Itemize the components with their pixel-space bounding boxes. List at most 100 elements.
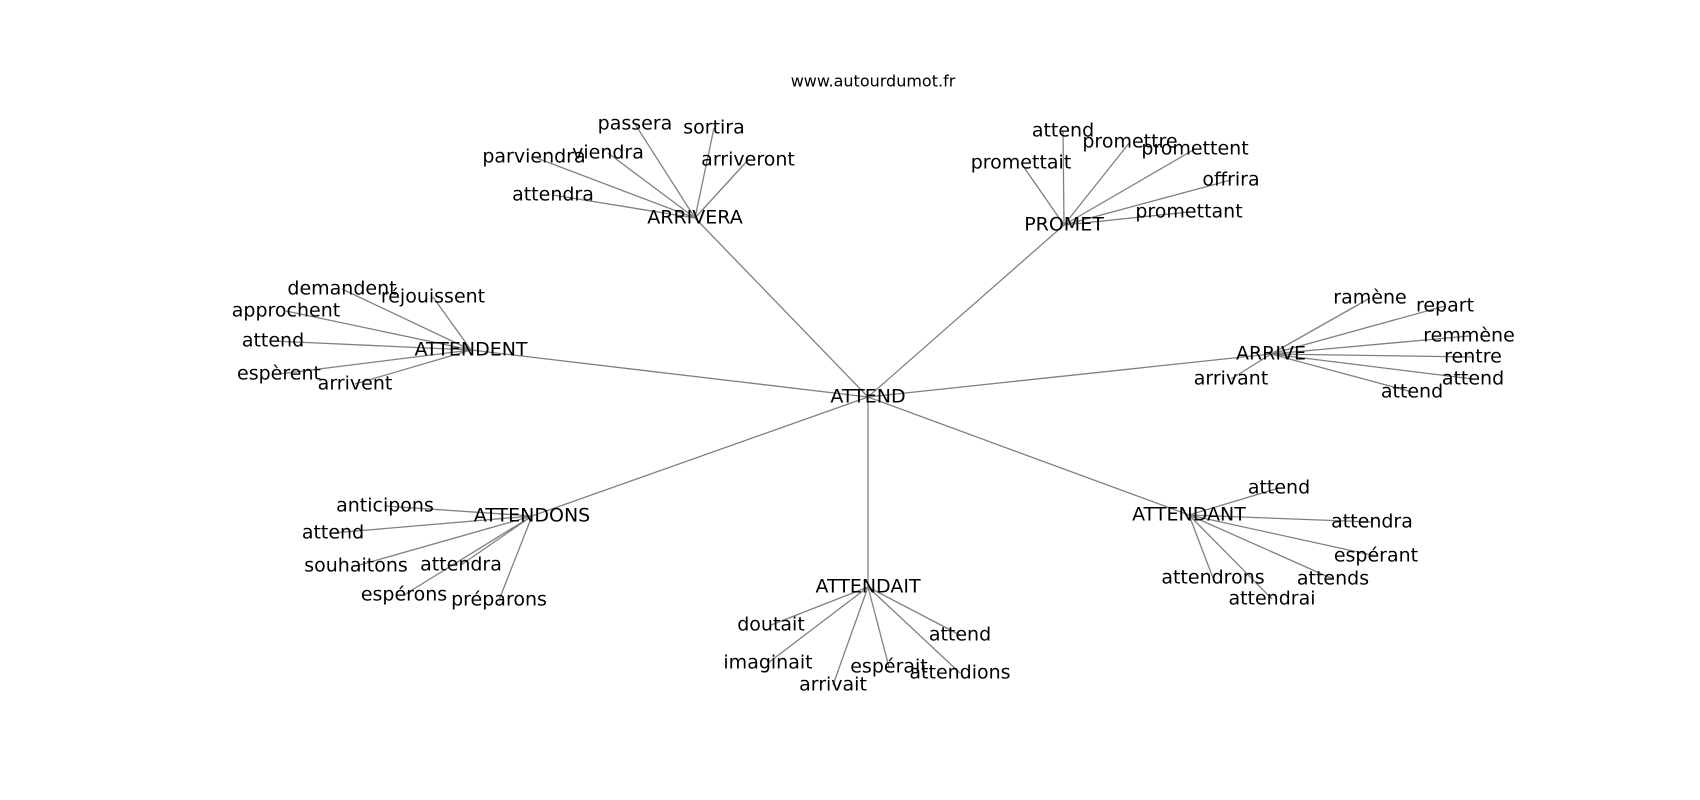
leaf-word-label: arrivait [799, 674, 867, 696]
leaf-word-label: arriveront [701, 149, 795, 171]
edge-hub-to-word [1062, 130, 1065, 226]
edge-hub-to-word [341, 288, 472, 351]
edge-hub-to-word [867, 586, 961, 674]
edge-hub-to-word [354, 349, 472, 385]
leaf-word-label: attendra [512, 184, 594, 206]
leaf-word-label: imaginait [723, 652, 812, 674]
edge-hub-to-word [867, 586, 890, 668]
leaf-word-label: attend [1248, 477, 1310, 499]
leaf-word-label: doutait [737, 614, 805, 636]
leaf-word-label: remmène [1423, 325, 1515, 347]
hub-node-label: ARRIVERA [647, 207, 742, 229]
edge-hub-to-word [272, 340, 472, 351]
hub-node-label: ATTENDANT [1132, 504, 1246, 526]
edge-hub-to-word [285, 310, 472, 351]
edge-hub-to-word [1230, 353, 1272, 380]
edge-hub-to-word [1270, 353, 1474, 380]
leaf-word-label: sortira [683, 117, 745, 139]
leaf-word-label: demandent [287, 278, 396, 300]
edge-hub-to-word [694, 127, 715, 219]
leaf-word-label: réjouissent [381, 286, 485, 308]
leaf-word-label: anticipons [336, 495, 434, 517]
leaf-word-label: espérons [361, 584, 447, 606]
leaf-word-label: promettent [1141, 138, 1248, 160]
edge-hub-to-word [770, 586, 869, 626]
edges-layer [272, 123, 1474, 686]
edge-hub-to-word [278, 349, 472, 375]
edge-hub-to-word [634, 123, 696, 219]
leaf-word-label: offrira [1202, 169, 1259, 191]
leaf-word-label: approchent [232, 300, 340, 322]
leaf-word-label: attend [1381, 381, 1443, 403]
edge-hub-to-word [694, 159, 749, 219]
edge-hub-to-word [1270, 353, 1413, 393]
edge-hub-to-word [355, 515, 533, 567]
leaf-word-label: arrivant [1194, 368, 1269, 390]
leaf-word-label: viendra [572, 142, 644, 164]
edge-hub-to-word [384, 505, 533, 517]
edge-center-to-hub [867, 396, 1190, 516]
edge-hub-to-word [867, 586, 961, 636]
leaf-word-label: promettant [1135, 201, 1242, 223]
center-node-label: ATTEND [830, 386, 905, 408]
edge-hub-to-word [460, 515, 533, 566]
edge-hub-to-word [1188, 514, 1273, 600]
edge-hub-to-word [1063, 179, 1232, 226]
leaf-word-label: attendrai [1228, 588, 1315, 610]
edge-center-to-hub [694, 217, 869, 398]
edge-center-to-hub [531, 396, 869, 517]
leaf-word-label: attend [1442, 368, 1504, 390]
edge-hub-to-word [1188, 514, 1377, 557]
leaf-word-label: attendra [1331, 511, 1413, 533]
leaf-word-label: espérait [850, 656, 928, 678]
hub-node-label: ATTENDENT [414, 339, 527, 361]
leaf-word-label: attendra [420, 554, 502, 576]
leaf-word-label: attend [302, 522, 364, 544]
edge-hub-to-word [498, 515, 533, 601]
edge-hub-to-word [332, 515, 533, 534]
leaf-word-label: préparons [451, 589, 547, 611]
leaf-word-label: espèrent [237, 363, 321, 385]
leaf-word-label: souhaitons [304, 555, 408, 577]
leaf-word-label: promettait [971, 152, 1072, 174]
edge-hub-to-word [607, 152, 696, 219]
edge-hub-to-word [1270, 353, 1474, 358]
leaf-word-label: attendrons [1161, 567, 1264, 589]
edge-hub-to-word [1063, 148, 1196, 226]
edge-hub-to-word [1020, 162, 1065, 226]
leaf-word-label: attendions [909, 662, 1010, 684]
hub-node-label: ATTENDAIT [815, 576, 921, 598]
leaf-word-label: promettre [1082, 131, 1177, 153]
leaf-word-label: attend [242, 330, 304, 352]
edge-hub-to-word [1270, 297, 1371, 355]
leaf-word-label: ramène [1333, 287, 1406, 309]
leaf-word-label: attends [1297, 568, 1369, 590]
edge-hub-to-word [1188, 514, 1373, 523]
edge-hub-to-word [1063, 211, 1190, 226]
edge-center-to-hub [867, 224, 1065, 398]
edge-hub-to-word [1188, 487, 1280, 516]
edge-hub-to-word [1188, 514, 1334, 580]
edge-center-to-hub [867, 353, 1272, 398]
edge-hub-to-word [432, 296, 472, 351]
edge-hub-to-word [552, 194, 696, 219]
edge-center-to-hub [470, 349, 869, 398]
leaf-word-label: espérant [1334, 545, 1418, 567]
edge-hub-to-word [832, 586, 869, 686]
leaf-word-label: parviendra [482, 146, 585, 168]
leaf-word-label: passera [598, 113, 673, 135]
source-label: www.autourdumot.fr [791, 72, 956, 91]
edge-hub-to-word [533, 156, 696, 219]
hub-node-label: ARRIVE [1236, 343, 1306, 365]
leaf-word-label: attend [1032, 120, 1094, 142]
edge-hub-to-word [1188, 514, 1214, 579]
leaf-word-label: arrivent [318, 373, 393, 395]
leaf-word-label: attend [929, 624, 991, 646]
leaf-word-label: repart [1416, 295, 1474, 317]
hub-node-label: PROMET [1024, 214, 1104, 236]
edge-hub-to-word [1270, 305, 1446, 355]
edge-hub-to-word [1063, 141, 1131, 226]
edge-hub-to-word [767, 586, 869, 664]
